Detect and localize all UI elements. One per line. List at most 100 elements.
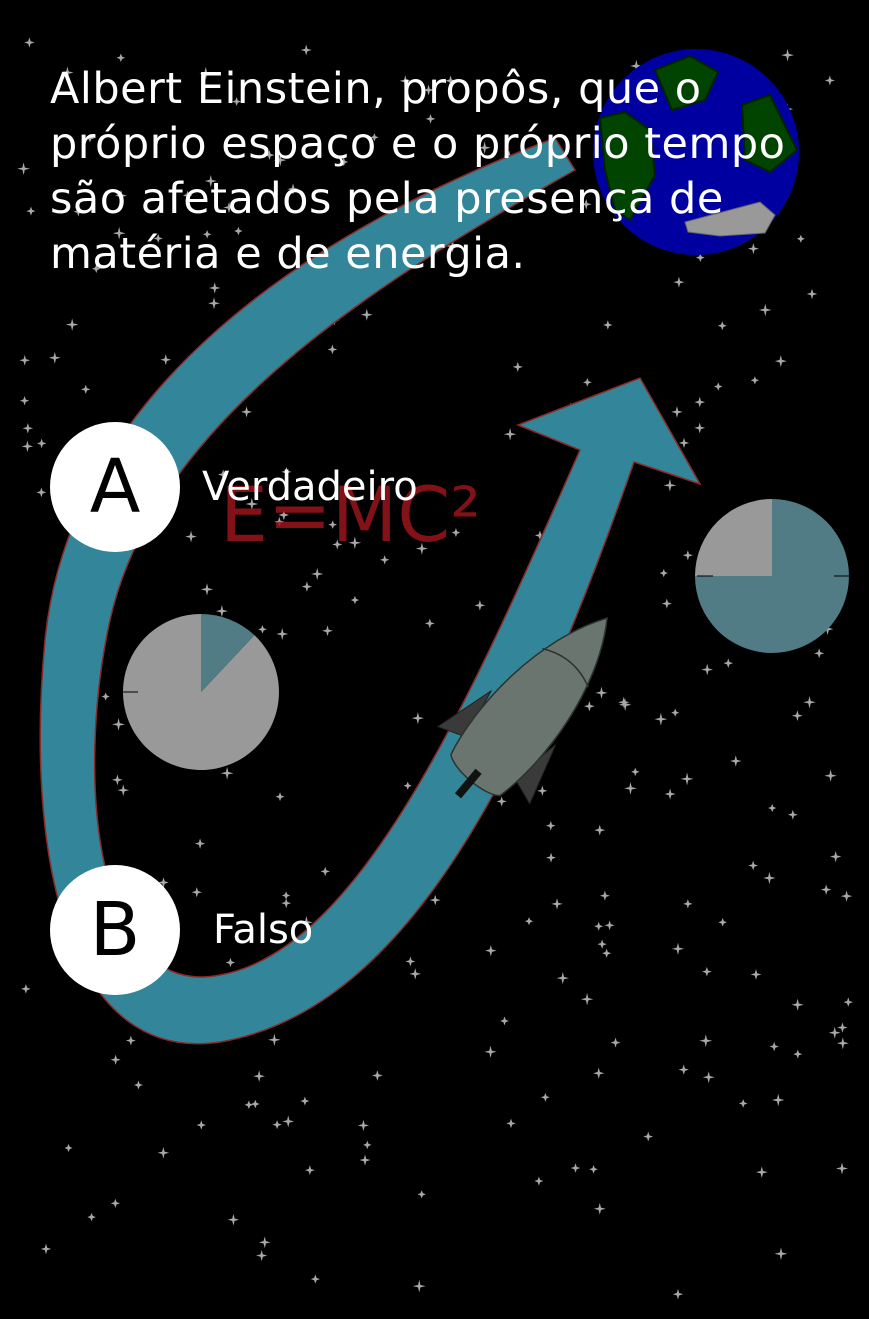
star-icon [223, 201, 235, 214]
star-icon [837, 1022, 848, 1033]
star-icon [274, 153, 287, 167]
star-icon [339, 157, 349, 167]
star-icon [153, 233, 163, 243]
star-icon [659, 568, 668, 578]
star-icon [234, 226, 243, 236]
star-icon [225, 957, 236, 968]
star-icon [791, 710, 803, 722]
star-icon [412, 1279, 426, 1293]
star-icon [748, 860, 759, 871]
star-icon [370, 133, 379, 142]
star-icon [115, 189, 127, 202]
star-icon [403, 781, 412, 790]
star-icon [217, 469, 229, 480]
star-icon [671, 942, 685, 955]
star-icon [264, 150, 275, 161]
star-icon [478, 141, 491, 154]
star-icon [278, 509, 290, 521]
star-icon [256, 1249, 268, 1262]
star-icon [409, 968, 421, 980]
star-icon [258, 624, 267, 634]
star-icon [755, 1166, 768, 1179]
star-icon [379, 555, 390, 565]
star-icon [672, 1288, 684, 1300]
star-icon [281, 891, 291, 900]
star-icon [768, 804, 777, 813]
star-icon [484, 1045, 497, 1058]
star-icon [599, 890, 610, 901]
star-icon [702, 1071, 715, 1084]
star-icon [664, 788, 676, 800]
star-icon [48, 351, 61, 364]
star-icon [209, 282, 221, 294]
option-b-label: Falso [213, 907, 314, 953]
star-icon [64, 1143, 73, 1152]
star-icon [643, 1131, 654, 1142]
star-icon [787, 809, 798, 820]
star-icon [110, 1198, 120, 1208]
star-icon [582, 377, 592, 387]
star-icon [185, 530, 197, 543]
star-icon [350, 595, 360, 605]
star-icon [310, 1274, 320, 1284]
star-icon [680, 772, 694, 786]
star-icon [836, 1037, 849, 1050]
option-a-button[interactable]: A Verdadeiro [50, 422, 470, 552]
star-icon [512, 361, 523, 373]
option-a-letter: A [50, 422, 180, 552]
formula-text: E=MC² [220, 470, 481, 559]
star-icon [245, 497, 259, 511]
star-icon [304, 1165, 315, 1176]
star-icon [411, 712, 425, 725]
star-icon [678, 1064, 689, 1075]
star-icon [774, 355, 787, 368]
star-icon [405, 956, 416, 967]
star-icon [85, 133, 95, 143]
star-icon [593, 1202, 606, 1215]
star-icon [843, 997, 853, 1007]
star-icon [580, 198, 592, 210]
star-icon [134, 1080, 143, 1090]
star-icon [399, 75, 411, 87]
star-icon [593, 1067, 605, 1079]
star-icon [603, 320, 613, 330]
star-icon [474, 600, 486, 611]
star-icon [723, 658, 734, 668]
star-icon [328, 520, 337, 529]
star-icon [774, 1247, 788, 1261]
star-icon [81, 384, 91, 395]
star-icon [327, 344, 338, 355]
star-icon [301, 581, 312, 592]
star-icon [624, 781, 637, 795]
star-icon [714, 382, 723, 391]
star-icon [496, 796, 507, 807]
star-icon [200, 583, 214, 596]
star-icon [584, 700, 595, 712]
curved-arrow [39, 137, 702, 1045]
star-icon [22, 423, 34, 434]
star-icon [40, 1243, 52, 1255]
star-icon [332, 539, 343, 550]
option-b-button[interactable]: B Falso [50, 865, 470, 995]
star-icon [281, 466, 292, 477]
star-icon [597, 939, 607, 949]
star-icon [631, 767, 640, 776]
star-icon [322, 625, 333, 637]
star-icon [545, 820, 556, 831]
star-icon [300, 1096, 310, 1106]
star-icon [24, 37, 35, 48]
star-icon [415, 542, 428, 555]
star-icon [699, 1034, 713, 1048]
star-icon [287, 183, 299, 195]
star-icon [275, 792, 285, 802]
star-icon [417, 1190, 426, 1199]
star-icon [19, 395, 30, 406]
star-icon [282, 1115, 295, 1128]
star-icon [116, 53, 126, 63]
option-a-label: Verdadeiro [202, 464, 418, 510]
star-icon [451, 528, 461, 537]
star-icon [241, 406, 253, 418]
star-icon [258, 1236, 271, 1249]
star-icon [604, 920, 615, 931]
star-icon [793, 1049, 803, 1059]
